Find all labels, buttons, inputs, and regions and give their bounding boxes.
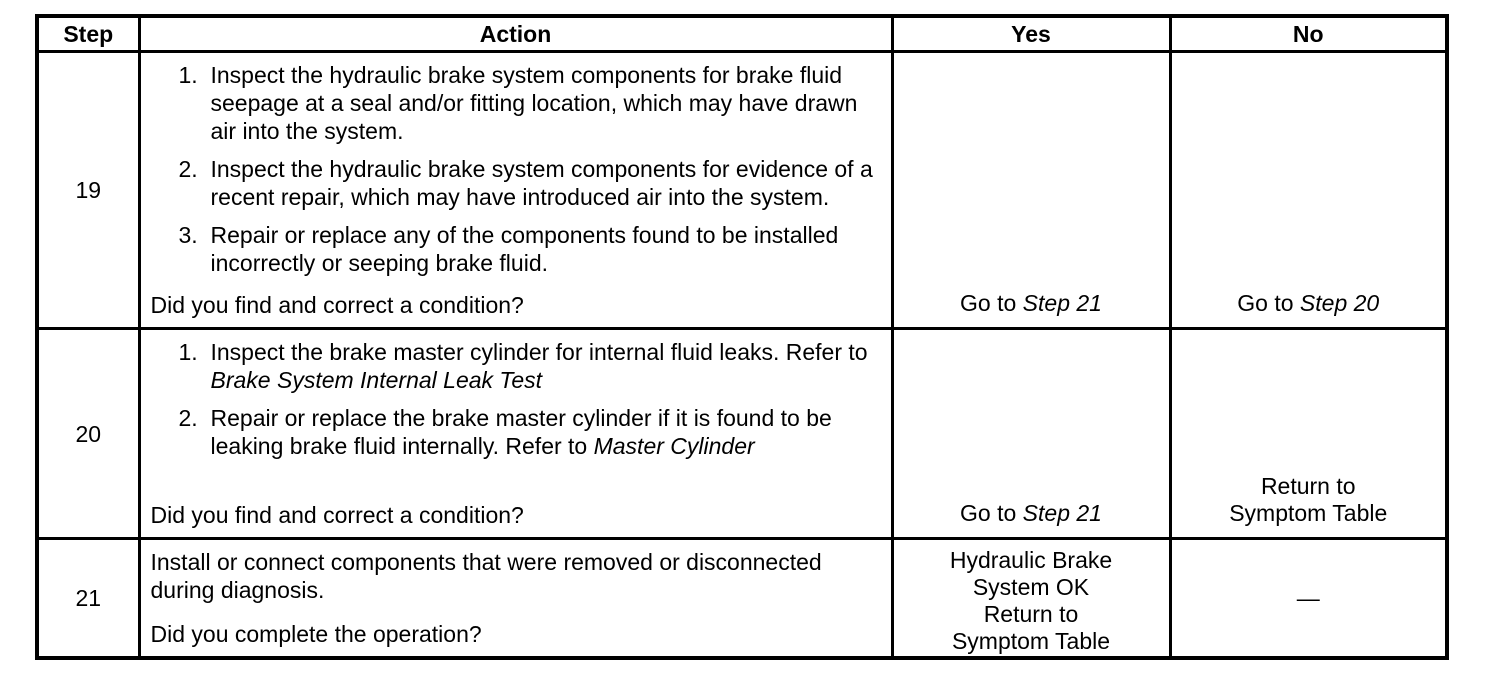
list-item-text-plain: Repair or replace any of the components … <box>210 222 839 276</box>
answer-prefix: Go to <box>1237 290 1300 316</box>
action-list: 1. Inspect the brake master cylinder for… <box>151 338 881 470</box>
list-item-text-plain: Repair or replace the brake master cylin… <box>210 405 832 459</box>
question-text: Did you find and correct a condition? <box>150 292 524 318</box>
list-item-text: Inspect the hydraulic brake system compo… <box>211 155 881 211</box>
no-answer-line: Symptom Table <box>1229 500 1388 526</box>
yes-answer-line: System OK <box>972 574 1090 600</box>
diagnostic-table: Step Action Yes No 19 1. Inspect the hyd… <box>35 14 1449 660</box>
list-item-number: 2. <box>178 156 198 182</box>
list-item-text: Inspect the hydraulic brake system compo… <box>211 61 881 145</box>
action-list: 1. Inspect the hydraulic brake system co… <box>151 61 881 287</box>
list-item-text-plain: Inspect the brake master cylinder for in… <box>210 339 868 365</box>
step-reference: Step 20 <box>1299 290 1380 316</box>
list-item: 1. Inspect the hydraulic brake system co… <box>151 61 881 145</box>
action-cell: Install or connect components that were … <box>137 537 894 660</box>
step-number: 21 <box>35 537 141 660</box>
yes-answer: Go to Step 21 <box>960 290 1102 316</box>
no-answer: Return to Symptom Table <box>1180 473 1438 527</box>
no-cell: — <box>1168 537 1449 660</box>
list-item: 2. Inspect the hydraulic brake system co… <box>151 155 881 211</box>
no-answer-line: Return to <box>1260 473 1356 499</box>
list-item-number: 1. <box>178 62 198 88</box>
action-cell: 1. Inspect the brake master cylinder for… <box>137 327 894 540</box>
column-header-no: No <box>1168 14 1449 53</box>
step-reference: Step 21 <box>1022 290 1102 316</box>
answer-prefix: Go to <box>960 290 1023 316</box>
list-item-text: Repair or replace the brake master cylin… <box>211 404 881 460</box>
yes-answer-block: Hydraulic Brake System OK <box>902 547 1161 601</box>
yes-answer-line: Return to <box>983 601 1079 627</box>
table-row-step-21: 21 Install or connect components that we… <box>35 537 1449 660</box>
yes-cell: Hydraulic Brake System OK Return to Symp… <box>890 537 1172 660</box>
list-item-number: 2. <box>178 405 198 431</box>
list-item: 1. Inspect the brake master cylinder for… <box>151 338 881 394</box>
column-header-yes: Yes <box>890 14 1172 53</box>
table-row-step-20: 20 1. Inspect the brake master cylinder … <box>35 327 1449 540</box>
no-cell: Return to Symptom Table <box>1168 327 1449 540</box>
reference-italic: Master Cylinder <box>593 433 755 459</box>
action-cell: 1. Inspect the hydraulic brake system co… <box>137 50 894 330</box>
list-item-text: Repair or replace any of the components … <box>211 221 881 277</box>
no-answer-dash: — <box>1296 584 1320 611</box>
list-item: 3. Repair or replace any of the componen… <box>151 221 881 277</box>
answer-prefix: Go to <box>960 500 1023 526</box>
header-row: Step Action Yes No <box>35 14 1449 53</box>
step-number: 19 <box>35 50 141 330</box>
step-number: 20 <box>35 327 141 540</box>
list-item-text: Inspect the brake master cylinder for in… <box>211 338 881 394</box>
yes-answer-line: Hydraulic Brake <box>949 547 1113 573</box>
no-cell: Go to Step 20 <box>1168 50 1449 330</box>
yes-cell: Go to Step 21 <box>890 327 1172 540</box>
yes-answer: Go to Step 21 <box>960 500 1102 526</box>
table-row-step-19: 19 1. Inspect the hydraulic brake system… <box>35 50 1449 330</box>
yes-cell: Go to Step 21 <box>890 50 1172 330</box>
list-item-number: 1. <box>178 339 198 365</box>
question-text: Did you complete the operation? <box>150 621 482 647</box>
action-paragraph: Install or connect components that were … <box>150 549 822 603</box>
column-header-step: Step <box>35 14 141 53</box>
column-header-action: Action <box>137 14 894 53</box>
list-item-text-plain: Inspect the hydraulic brake system compo… <box>210 62 858 144</box>
list-item: 2. Repair or replace the brake master cy… <box>151 404 881 460</box>
list-item-text-plain: Inspect the hydraulic brake system compo… <box>210 156 873 210</box>
list-item-number: 3. <box>178 222 198 248</box>
yes-answer-line: Symptom Table <box>951 628 1111 654</box>
yes-answer: Hydraulic Brake System OK Return to Symp… <box>902 547 1161 654</box>
question-text: Did you find and correct a condition? <box>150 502 524 528</box>
step-reference: Step 21 <box>1022 500 1102 526</box>
no-answer: Go to Step 20 <box>1237 290 1379 316</box>
yes-answer-block: Return to Symptom Table <box>902 601 1161 655</box>
reference-italic: Brake System Internal Leak Test <box>210 367 543 393</box>
